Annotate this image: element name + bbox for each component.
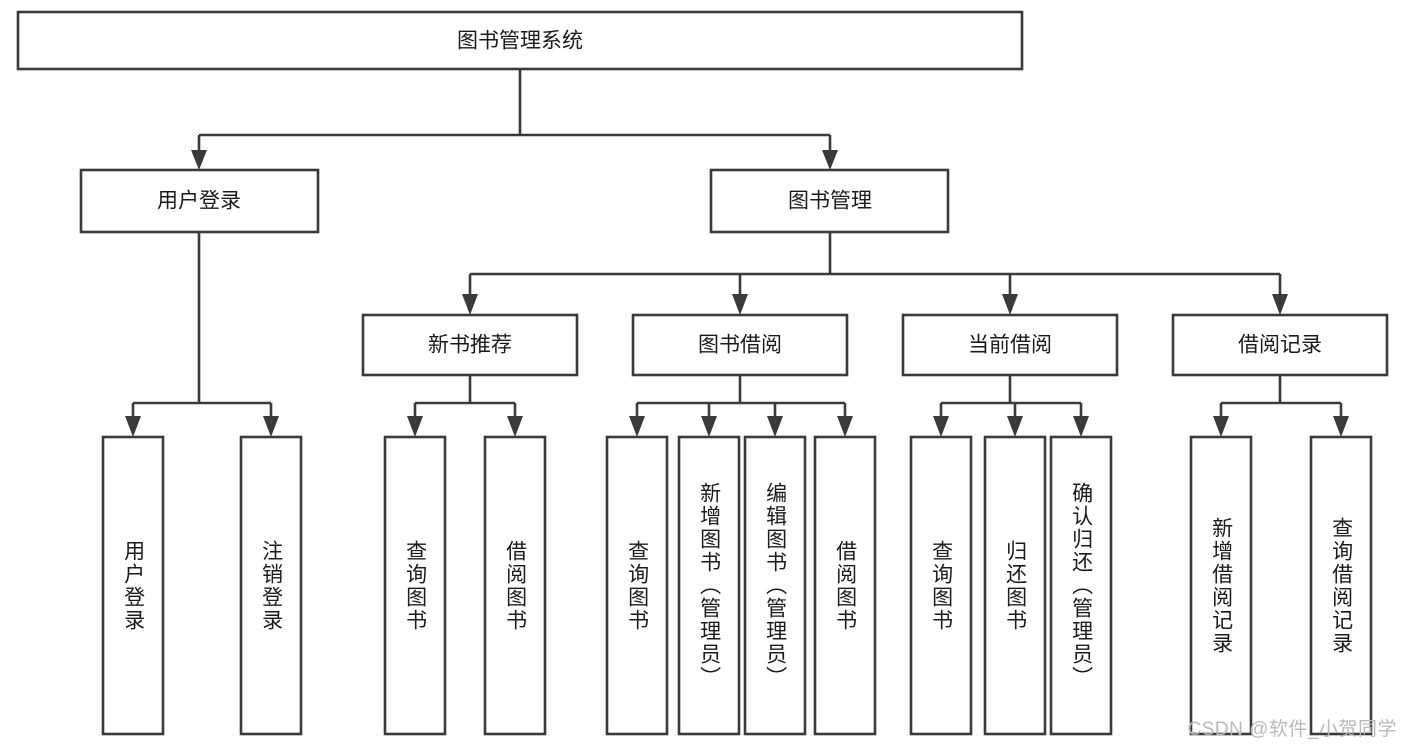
arrowhead-book-borrow	[732, 294, 748, 315]
leaf-boxes	[101, 435, 1373, 736]
arrowhead-leaf-add-book	[701, 416, 717, 437]
arrowhead-leaf-borrow-book-2	[837, 416, 853, 437]
arrowhead-current-borrow	[1002, 294, 1018, 315]
leaf-box-edit-book[interactable]	[743, 435, 807, 736]
connector-group-borrow-record	[1213, 375, 1349, 437]
leaf-box-user-login[interactable]	[101, 435, 165, 736]
node-book-manage[interactable]: 图书管理	[709, 168, 950, 234]
arrowhead-book-manage	[822, 150, 838, 170]
node-user-login-box	[79, 168, 320, 234]
connector-group-book-borrow	[629, 375, 853, 437]
node-current-borrow[interactable]: 当前借阅	[901, 313, 1119, 377]
node-root-label: 图书管理系统	[457, 30, 583, 53]
node-user-login-label: 用户登录	[157, 190, 241, 213]
connector-group-root	[191, 69, 838, 170]
leaf-box-return-book[interactable]	[983, 435, 1047, 736]
connector-group-current-borrow	[933, 375, 1089, 437]
watermark-text: CSDN @软件_小贺同学	[1187, 719, 1397, 740]
node-borrow-record[interactable]: 借阅记录	[1171, 313, 1389, 377]
connector-group-book-manage	[462, 232, 1288, 315]
node-book-manage-box	[709, 168, 950, 234]
node-book-borrow-label: 图书借阅	[698, 334, 782, 357]
arrowhead-leaf-user-login	[125, 416, 141, 437]
node-root[interactable]: 图书管理系统	[16, 10, 1024, 71]
arrowhead-leaf-edit-book	[767, 416, 783, 437]
node-book-borrow[interactable]: 图书借阅	[631, 313, 849, 377]
leaf-box-query-book-3[interactable]	[909, 435, 973, 736]
leaf-box-query-book-1[interactable]	[383, 435, 447, 736]
arrowhead-leaf-confirm-return	[1073, 416, 1089, 437]
node-borrow-record-box	[1171, 313, 1389, 377]
arrowhead-leaf-query-record	[1333, 416, 1349, 437]
node-user-login[interactable]: 用户登录	[79, 168, 320, 234]
node-new-book-recommend-label: 新书推荐	[428, 334, 512, 357]
arrowhead-leaf-query-book-2	[629, 416, 645, 437]
node-root-box	[16, 10, 1024, 71]
leaf-box-confirm-return[interactable]	[1049, 435, 1113, 736]
node-borrow-record-label: 借阅记录	[1238, 334, 1322, 357]
leaf-box-query-book-2[interactable]	[605, 435, 669, 736]
leaf-box-logout[interactable]	[239, 435, 303, 736]
leaf-box-add-book[interactable]	[677, 435, 741, 736]
node-current-borrow-box	[901, 313, 1119, 377]
connector-group-new-book-recommend	[407, 375, 523, 437]
arrowhead-leaf-query-book-1	[407, 416, 423, 437]
node-current-borrow-label: 当前借阅	[968, 334, 1052, 357]
node-new-book-recommend[interactable]: 新书推荐	[361, 313, 579, 377]
arrowhead-leaf-return-book	[1007, 416, 1023, 437]
leaf-box-borrow-book-1[interactable]	[483, 435, 547, 736]
node-book-borrow-box	[631, 313, 849, 377]
arrowhead-leaf-borrow-book-1	[507, 416, 523, 437]
node-new-book-recommend-box	[361, 313, 579, 377]
arrowhead-leaf-add-record	[1213, 416, 1229, 437]
arrowhead-new-book-recommend	[462, 294, 478, 315]
leaf-box-add-record[interactable]	[1189, 435, 1253, 736]
arrowhead-leaf-query-book-3	[933, 416, 949, 437]
arrowhead-borrow-record	[1272, 294, 1288, 315]
node-book-manage-label: 图书管理	[788, 190, 872, 213]
arrowhead-user-login	[191, 150, 207, 170]
connector-group-user-login	[125, 232, 279, 437]
arrowhead-leaf-logout	[263, 416, 279, 437]
leaf-box-borrow-book-2[interactable]	[813, 435, 877, 736]
leaf-box-query-record[interactable]	[1309, 435, 1373, 736]
